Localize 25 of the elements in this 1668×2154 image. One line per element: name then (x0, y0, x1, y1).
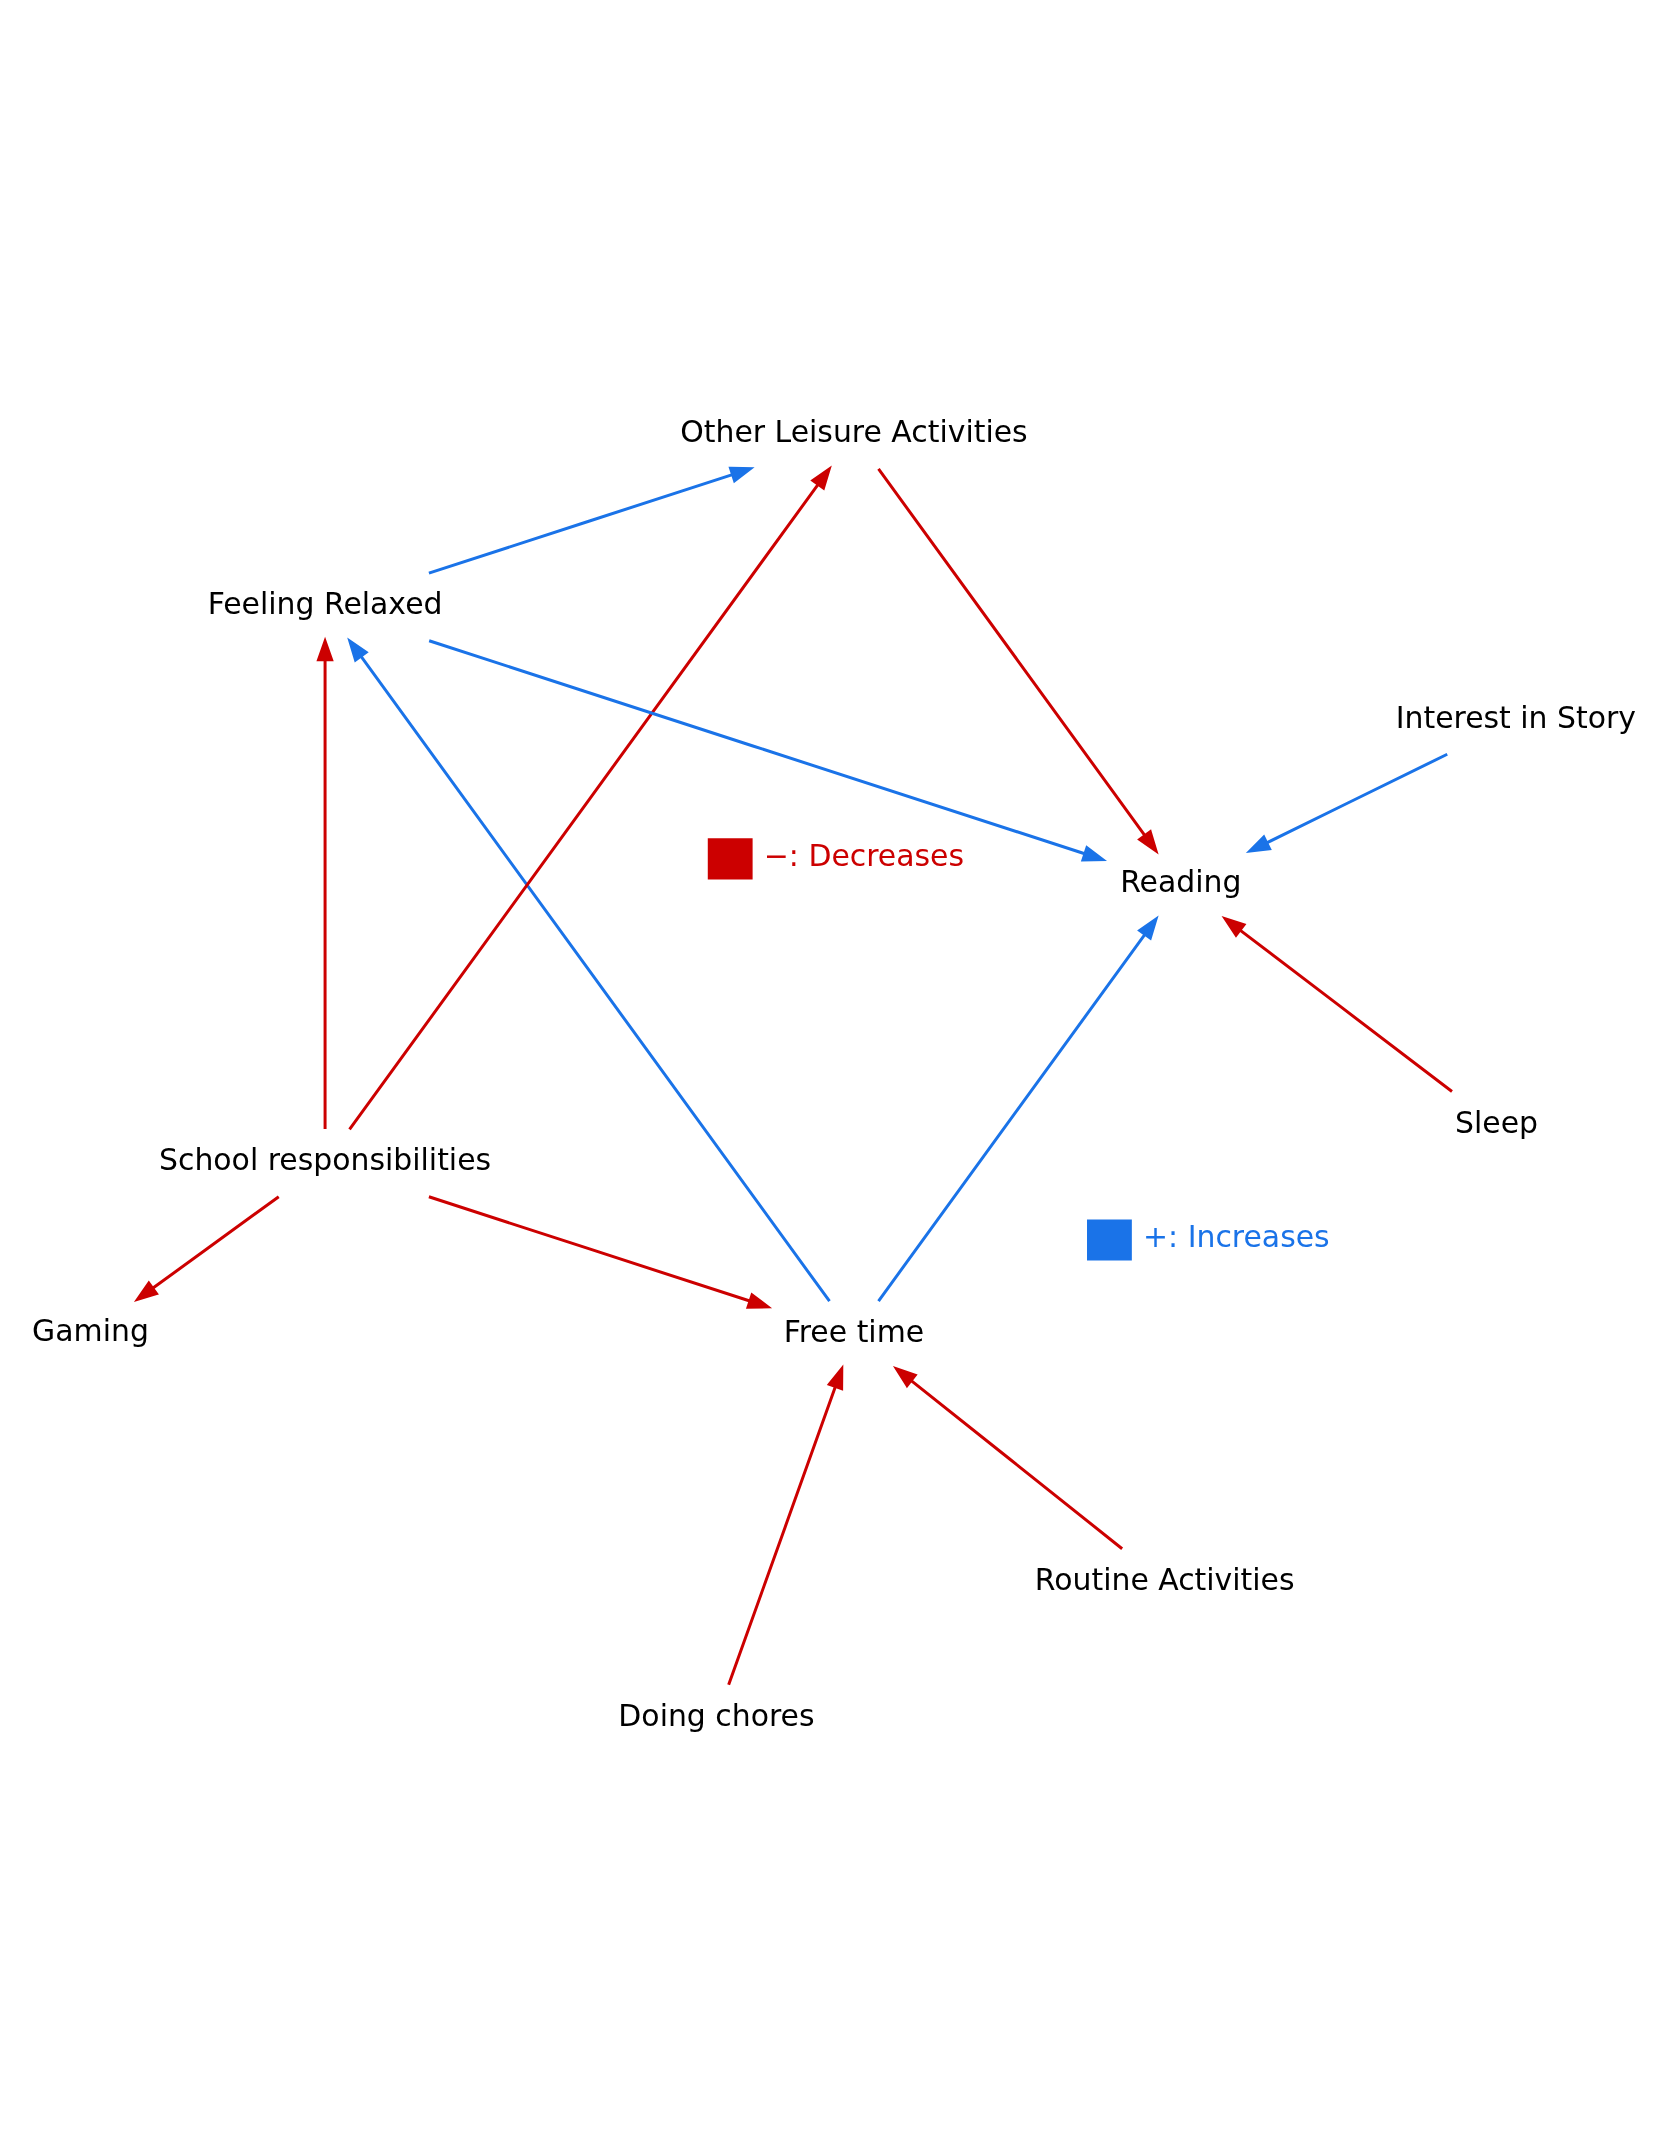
arrow (133, 1195, 280, 1302)
arrow (347, 637, 831, 1303)
arrow (1245, 752, 1448, 854)
arrow (877, 468, 1159, 855)
legend-label: +: Increases (1143, 1219, 1330, 1255)
node-text: Reading (1120, 864, 1242, 900)
node-text: Gaming (32, 1312, 149, 1348)
arrow (348, 465, 832, 1131)
arrow (727, 1364, 844, 1686)
legend-label: −: Decreases (763, 837, 965, 873)
arrow (877, 915, 1159, 1302)
node-text: Interest in Story (1395, 699, 1636, 735)
node-text: School responsibilities (159, 1142, 492, 1178)
node-text: Free time (783, 1313, 925, 1349)
node-text: Routine Activities (1034, 1561, 1295, 1597)
arrow (428, 639, 1107, 862)
arrow (892, 1365, 1124, 1550)
node-text: Doing chores (618, 1698, 815, 1733)
arrow (428, 1195, 773, 1309)
node-text: Sleep (1455, 1104, 1539, 1140)
arrow (428, 466, 755, 575)
arrow (316, 636, 334, 1130)
arrow (1221, 916, 1453, 1093)
node-text: Feeling Relaxed (207, 586, 443, 622)
node-text: Other Leisure Activities (680, 414, 1028, 450)
